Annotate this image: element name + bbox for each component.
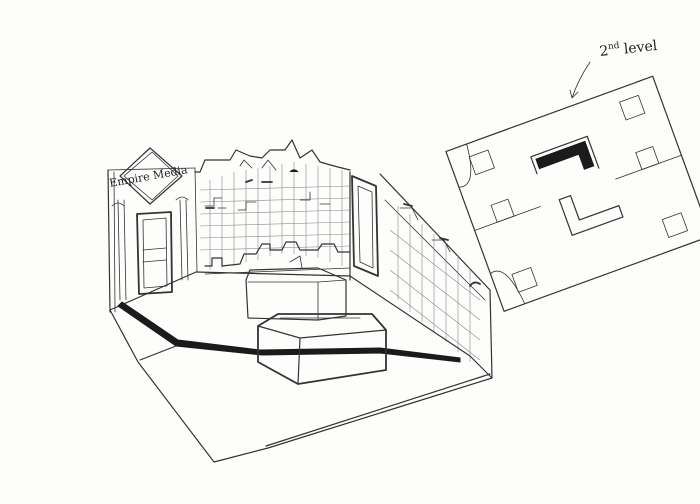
lower-level-l-shape [558, 194, 624, 236]
left-door [136, 211, 173, 295]
upper-level-l-shape [530, 135, 600, 175]
level-word: level [623, 38, 658, 57]
back-sofa-block [245, 255, 347, 321]
stage-floor [109, 271, 493, 463]
sign-text: Empire Media [108, 163, 189, 190]
level-ordinal: 2 [599, 43, 610, 60]
front-desk-block [257, 313, 387, 385]
annotation-arrow [569, 61, 591, 99]
left-wall [107, 167, 198, 313]
skyline-accents [205, 169, 299, 209]
right-door [351, 175, 379, 277]
empire-media-sign: Empire Media [108, 147, 189, 205]
second-level-plan [445, 75, 700, 312]
back-wall-skyline [194, 139, 351, 275]
level-suffix: nd [608, 41, 621, 52]
skyline-grid [199, 162, 351, 270]
right-wall [349, 171, 493, 379]
